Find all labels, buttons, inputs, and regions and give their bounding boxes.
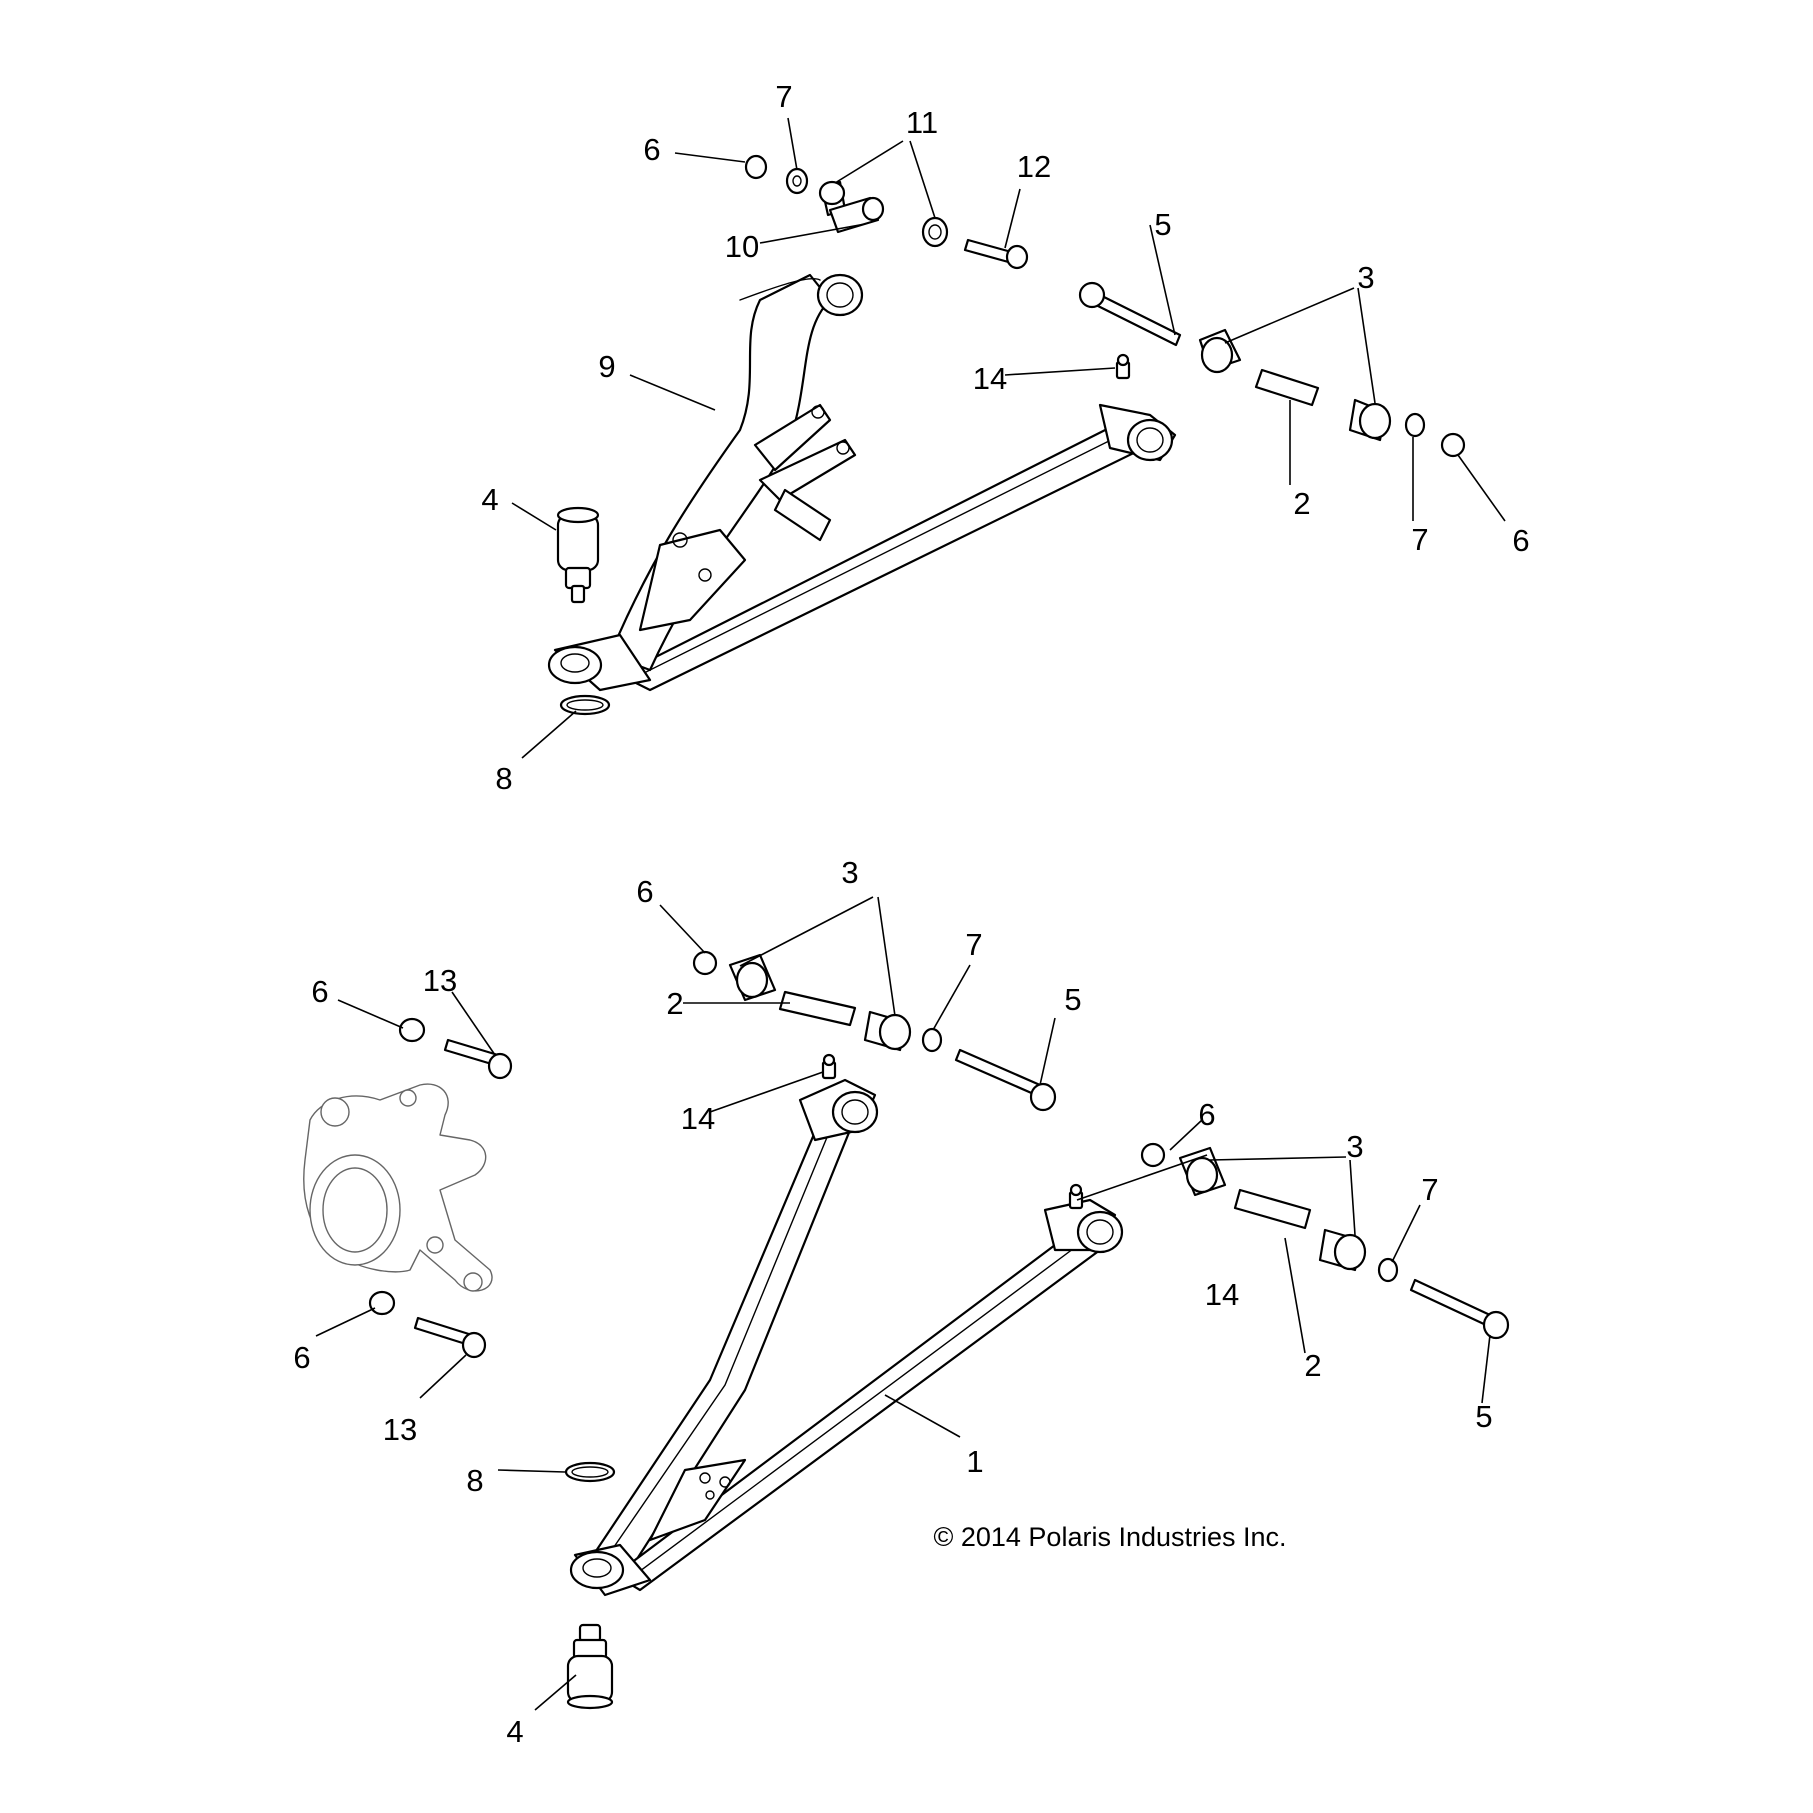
- callout-9: 9: [598, 349, 615, 384]
- copyright-notice: © 2014 Polaris Industries Inc.: [933, 1522, 1286, 1552]
- callouts: 7 6 11 12 10 5 3 9 14 4 2 7 6 8 6 3 7 13…: [293, 79, 1529, 1749]
- callout-7: 7: [775, 79, 792, 114]
- callout-6: 6: [311, 974, 328, 1009]
- grease-fitting-upper: [1115, 353, 1131, 380]
- callout-3: 3: [1346, 1129, 1363, 1164]
- upper-a-arm: [547, 273, 1177, 692]
- callout-13: 13: [423, 963, 457, 998]
- snap-ring-upper: [559, 694, 611, 716]
- callout-6: 6: [1512, 523, 1529, 558]
- callout-5: 5: [1475, 1399, 1492, 1434]
- callout-7: 7: [1411, 522, 1428, 557]
- callout-1: 1: [966, 1444, 983, 1479]
- grease-fitting-lower-front: [821, 1053, 837, 1080]
- upper-front-hardware: [744, 154, 1029, 270]
- callout-10: 10: [725, 229, 759, 264]
- callout-6: 6: [1198, 1097, 1215, 1132]
- callout-5: 5: [1154, 207, 1171, 242]
- ball-joint-lower: [566, 1623, 614, 1710]
- callout-4: 4: [506, 1714, 523, 1749]
- callout-6: 6: [293, 1340, 310, 1375]
- callout-2: 2: [666, 986, 683, 1021]
- callout-14: 14: [1205, 1277, 1239, 1312]
- callout-7: 7: [965, 927, 982, 962]
- callout-8: 8: [495, 761, 512, 796]
- callout-5: 5: [1064, 982, 1081, 1017]
- upper-rear-hardware: [1078, 281, 1466, 458]
- callout-4: 4: [481, 482, 498, 517]
- lower-a-arm: [569, 1078, 1124, 1597]
- callout-6: 6: [636, 874, 653, 909]
- callout-13: 13: [383, 1412, 417, 1447]
- ball-joint-upper: [556, 506, 600, 604]
- callout-7: 7: [1421, 1172, 1438, 1207]
- steering-knuckle: [303, 1083, 493, 1292]
- lower-rear-hardware: [1140, 1142, 1510, 1340]
- callout-14: 14: [973, 361, 1007, 396]
- callout-3: 3: [841, 855, 858, 890]
- leader-lines: [315, 117, 1506, 1711]
- callout-14: 14: [681, 1101, 715, 1136]
- callout-8: 8: [466, 1463, 483, 1498]
- knuckle-hardware: [368, 1017, 513, 1359]
- callout-12: 12: [1017, 149, 1051, 184]
- callout-11: 11: [906, 105, 938, 140]
- grease-fitting-lower-rear: [1068, 1183, 1084, 1210]
- lower-front-hardware: [692, 950, 1057, 1112]
- callout-3: 3: [1357, 260, 1374, 295]
- callout-2: 2: [1293, 486, 1310, 521]
- callout-6: 6: [643, 132, 660, 167]
- callout-2: 2: [1304, 1348, 1321, 1383]
- snap-ring-lower: [564, 1461, 616, 1483]
